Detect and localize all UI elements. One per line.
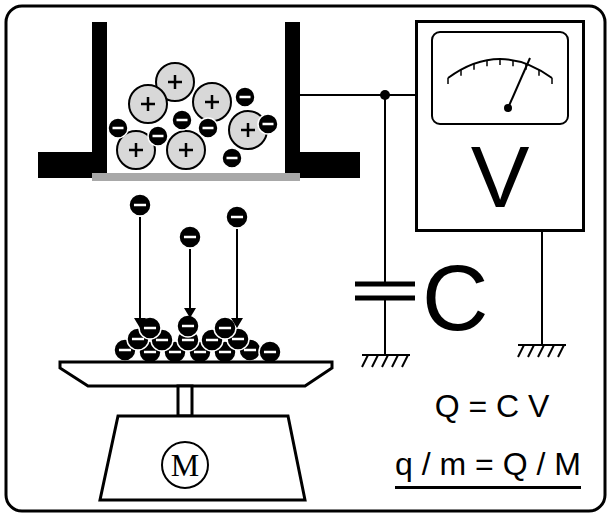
wire [384, 300, 386, 355]
minus-sign [227, 157, 238, 160]
minus-sign [244, 349, 256, 352]
formula-underlined: q / m = Q / M [395, 448, 581, 489]
wire [384, 95, 386, 282]
plus-sign [141, 97, 155, 111]
cup-left-wall [38, 22, 107, 178]
minus-sign [219, 351, 231, 354]
capacitor-label: C [422, 252, 488, 344]
cup-right-wall [285, 22, 360, 178]
voltmeter-box: V [415, 20, 585, 232]
negative-particle [139, 317, 161, 339]
negative-particle [129, 194, 151, 216]
wire [300, 94, 415, 96]
negative-particle [226, 206, 248, 228]
minus-sign [119, 349, 131, 352]
plus-sign [241, 123, 255, 137]
minus-sign [177, 119, 188, 122]
negative-particle [198, 118, 218, 138]
mass-circle: M [161, 441, 209, 489]
scale-pan [60, 362, 332, 386]
plus-sign [205, 95, 219, 109]
minus-sign [206, 339, 218, 342]
scale-stem [178, 386, 192, 416]
ground-symbol [362, 355, 410, 367]
node-text: M [171, 449, 199, 481]
capacitor-plate [355, 296, 415, 301]
meter-window [432, 32, 568, 124]
minus-sign [153, 135, 164, 138]
negative-particle [222, 148, 242, 168]
minus-sign [240, 96, 251, 99]
positive-particle [129, 85, 167, 123]
minus-sign [219, 327, 231, 330]
minus-sign [156, 339, 168, 342]
minus-sign [231, 216, 243, 219]
plus-sign [179, 143, 193, 157]
minus-sign [232, 338, 244, 341]
meter-scale [448, 59, 552, 78]
fall-arrow [236, 229, 238, 326]
negative-particle [177, 315, 199, 337]
negative-particle [235, 87, 255, 107]
plus-sign [168, 75, 182, 89]
positive-particle [193, 83, 231, 121]
filter [92, 173, 300, 181]
negative-particle [258, 114, 278, 134]
minus-sign [132, 338, 144, 341]
fall-arrow [189, 249, 191, 316]
minus-sign [264, 351, 276, 354]
negative-particle [259, 341, 281, 363]
node-text: V [471, 133, 530, 221]
formula: Q = C V [435, 390, 550, 422]
minus-sign [113, 127, 124, 130]
minus-sign [263, 123, 274, 126]
scale-base [100, 416, 305, 500]
particles [108, 63, 281, 363]
negative-particle [179, 226, 201, 248]
capacitor-plate [355, 282, 415, 287]
minus-sign [203, 127, 214, 130]
negative-particle [214, 317, 236, 339]
negative-particle [108, 118, 128, 138]
minus-sign [194, 351, 206, 354]
negative-particle [148, 126, 168, 146]
minus-sign [182, 325, 194, 328]
fall-arrow [139, 217, 141, 326]
minus-sign [182, 339, 194, 342]
meter-pivot [504, 104, 512, 112]
minus-sign [144, 327, 156, 330]
minus-sign [134, 204, 146, 207]
positive-particle [167, 131, 205, 169]
wire [541, 232, 543, 345]
minus-sign [184, 236, 196, 239]
meter-ticks [448, 59, 552, 84]
negative-particle [172, 110, 192, 130]
frame [6, 6, 605, 511]
plus-sign [129, 143, 143, 157]
meter-needle [508, 58, 530, 108]
ground-symbol [518, 345, 566, 357]
minus-sign [144, 351, 156, 354]
minus-sign [169, 351, 181, 354]
